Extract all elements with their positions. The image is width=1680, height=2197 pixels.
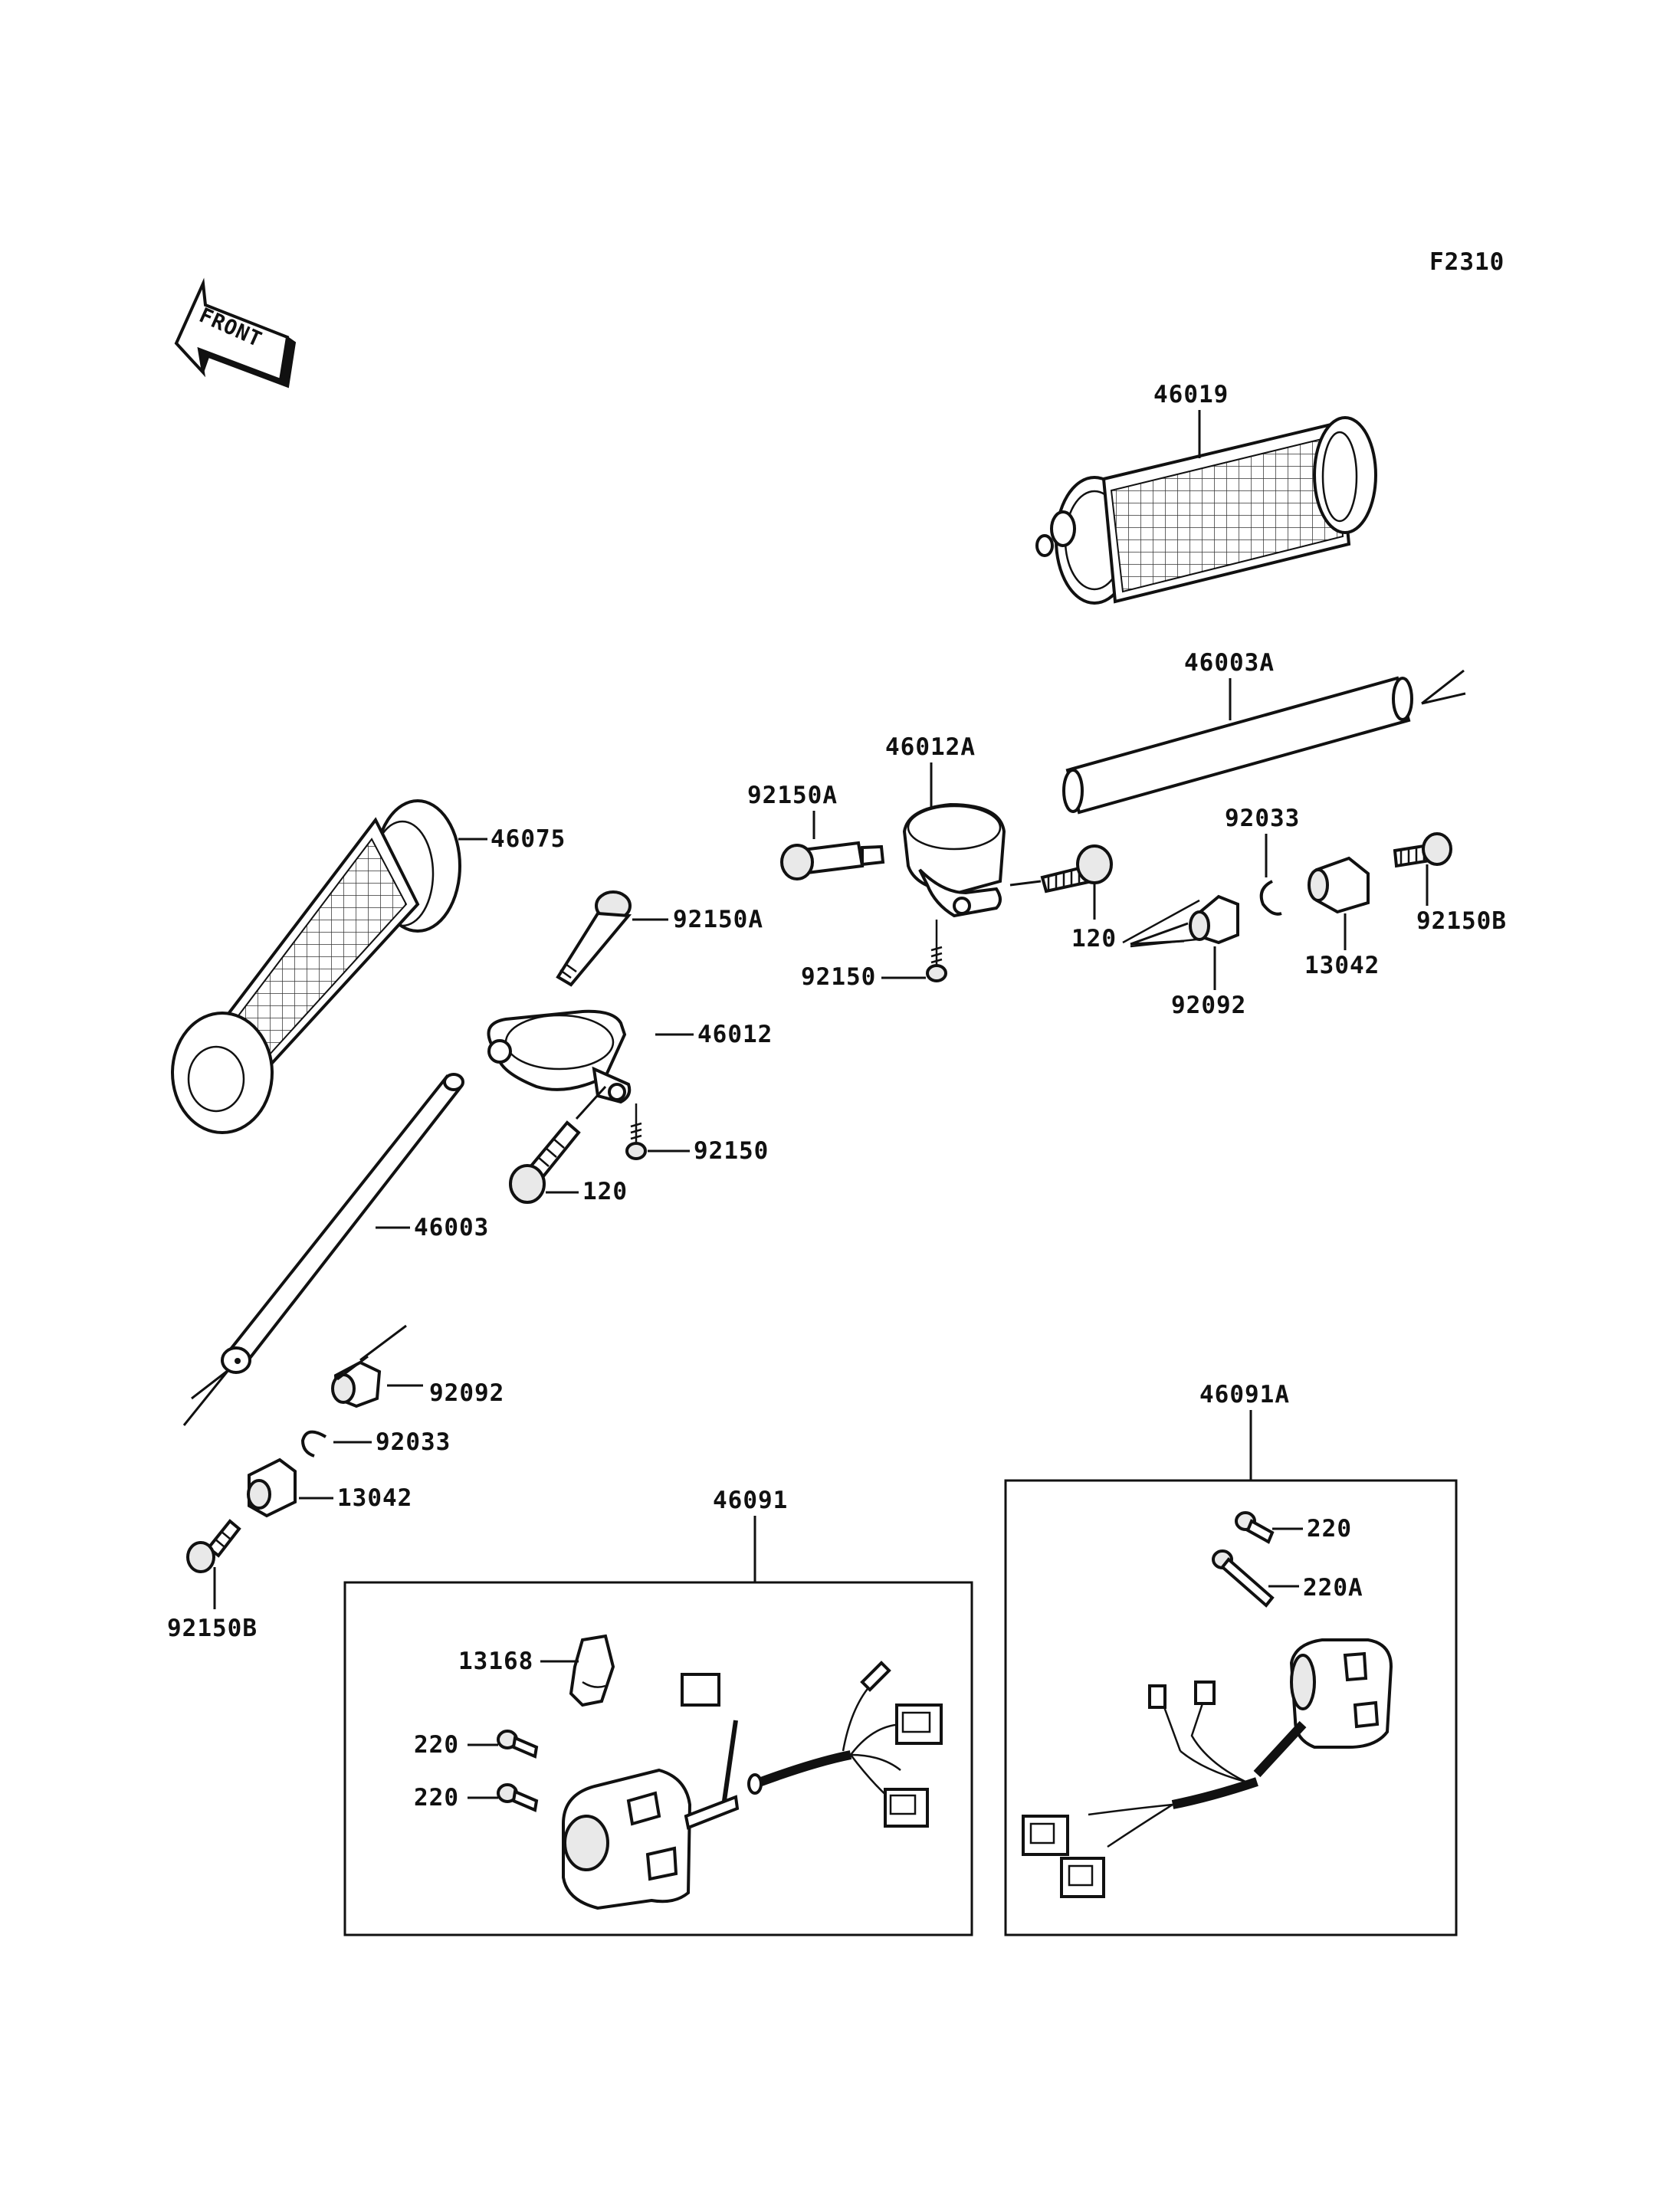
screw-92150-mid <box>625 1103 647 1160</box>
clamp-46012 <box>487 1009 632 1104</box>
bolt-92150B-top <box>1393 832 1452 868</box>
label-46075: 46075 <box>491 825 566 853</box>
box-46091A <box>1004 1479 1458 1936</box>
label-92150-top: 92150 <box>801 963 876 991</box>
bolt-120-mid <box>509 1120 581 1204</box>
label-220-b: 220 <box>414 1731 459 1759</box>
front-arrow-icon: FRONT <box>174 277 297 389</box>
label-46019: 46019 <box>1153 381 1229 408</box>
label-220-c: 220 <box>414 1784 459 1812</box>
label-92150A-mid: 92150A <box>673 906 763 933</box>
screw-92150-top <box>926 920 947 982</box>
switch-46091A <box>1022 1638 1393 1898</box>
label-92150-mid: 92150 <box>694 1137 769 1165</box>
box-46091 <box>343 1581 973 1936</box>
label-92033-top: 92033 <box>1225 805 1300 832</box>
label-13168: 13168 <box>458 1648 533 1675</box>
label-46012A: 46012A <box>885 733 976 761</box>
label-13042-top: 13042 <box>1304 952 1380 979</box>
screw-220-a <box>1235 1511 1275 1544</box>
label-92092-top: 92092 <box>1171 992 1246 1019</box>
label-46091: 46091 <box>713 1487 788 1514</box>
figure-code: F2310 <box>1429 248 1504 276</box>
label-220A: 220A <box>1303 1574 1363 1602</box>
screw-220A <box>1212 1549 1275 1608</box>
label-120-top: 120 <box>1071 925 1117 953</box>
weight-13042-bot <box>247 1458 297 1518</box>
bar-46003 <box>221 1073 464 1374</box>
bolt-120-top <box>1040 844 1113 894</box>
label-46012: 46012 <box>697 1021 773 1048</box>
clamp-46012A <box>902 802 1006 918</box>
bolt-92150A-top <box>780 841 885 880</box>
grip-46019 <box>1035 416 1377 605</box>
switch-plate-13168 <box>569 1634 615 1707</box>
weight-92092-bot <box>331 1360 382 1408</box>
label-46003A: 46003A <box>1184 649 1275 677</box>
bar-46003A <box>1062 676 1413 815</box>
label-46091A: 46091A <box>1199 1381 1290 1408</box>
label-92150B-bot: 92150B <box>167 1615 258 1642</box>
bolt-92150A-mid <box>556 890 632 987</box>
label-13042-bot: 13042 <box>337 1484 412 1512</box>
label-92092-bot: 92092 <box>429 1379 504 1407</box>
bolt-92150B-bot <box>186 1519 241 1573</box>
label-92033-bot: 92033 <box>376 1428 451 1456</box>
grip-46075 <box>171 799 461 1134</box>
label-46003: 46003 <box>414 1214 489 1241</box>
weight-92092-top <box>1189 894 1239 945</box>
switch-46091 <box>562 1661 943 1910</box>
label-120-mid: 120 <box>582 1178 628 1205</box>
label-92150B-top: 92150B <box>1416 907 1507 935</box>
label-92150A-top: 92150A <box>747 782 838 809</box>
label-220-a: 220 <box>1307 1515 1352 1543</box>
weight-13042-top <box>1308 856 1370 914</box>
screw-220-c <box>497 1783 539 1812</box>
screw-220-b <box>497 1730 539 1759</box>
circlip-92033-top <box>1259 880 1282 916</box>
circlip-92033-bot <box>300 1430 327 1458</box>
